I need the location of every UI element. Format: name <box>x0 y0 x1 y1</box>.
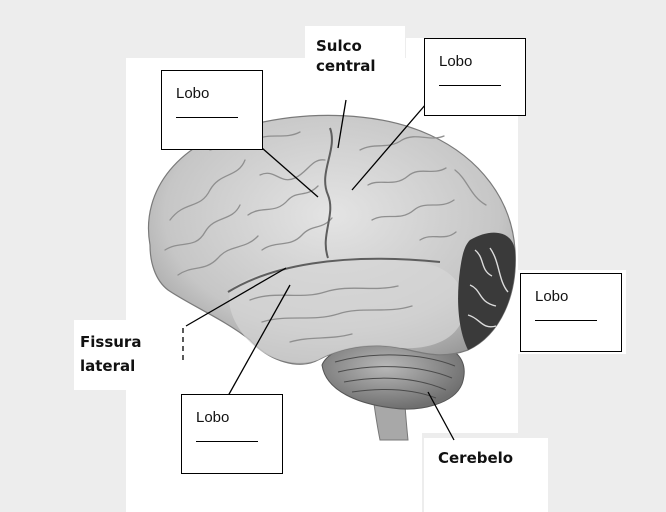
central-sulcus-label-line1: Sulco <box>316 36 376 56</box>
answer-blank[interactable] <box>535 320 597 321</box>
lateral-fissure-label-line1: Fissura <box>80 332 141 352</box>
answer-blank[interactable] <box>196 441 258 442</box>
answer-blank[interactable] <box>176 117 238 118</box>
central-sulcus-label-line2: central <box>316 56 376 76</box>
lobe-label-box-top-right[interactable]: Lobo <box>424 38 526 116</box>
lobe-label-text: Lobo <box>196 409 229 426</box>
lobe-label-text: Lobo <box>535 288 568 305</box>
lobe-label-box-bottom[interactable]: Lobo <box>181 394 283 474</box>
lobe-label-box-top-left[interactable]: Lobo <box>161 70 263 150</box>
central-sulcus-label: Sulco central <box>316 36 376 76</box>
cerebellum-label: Cerebelo <box>438 448 513 468</box>
lobe-label-text: Lobo <box>176 85 209 102</box>
lateral-fissure-label: Fissura lateral <box>80 332 141 376</box>
lobe-label-box-right[interactable]: Lobo <box>520 273 622 352</box>
lateral-fissure-label-line2: lateral <box>80 356 141 376</box>
answer-blank[interactable] <box>439 85 501 86</box>
lobe-label-text: Lobo <box>439 53 472 70</box>
cerebellum-label-text: Cerebelo <box>438 448 513 468</box>
